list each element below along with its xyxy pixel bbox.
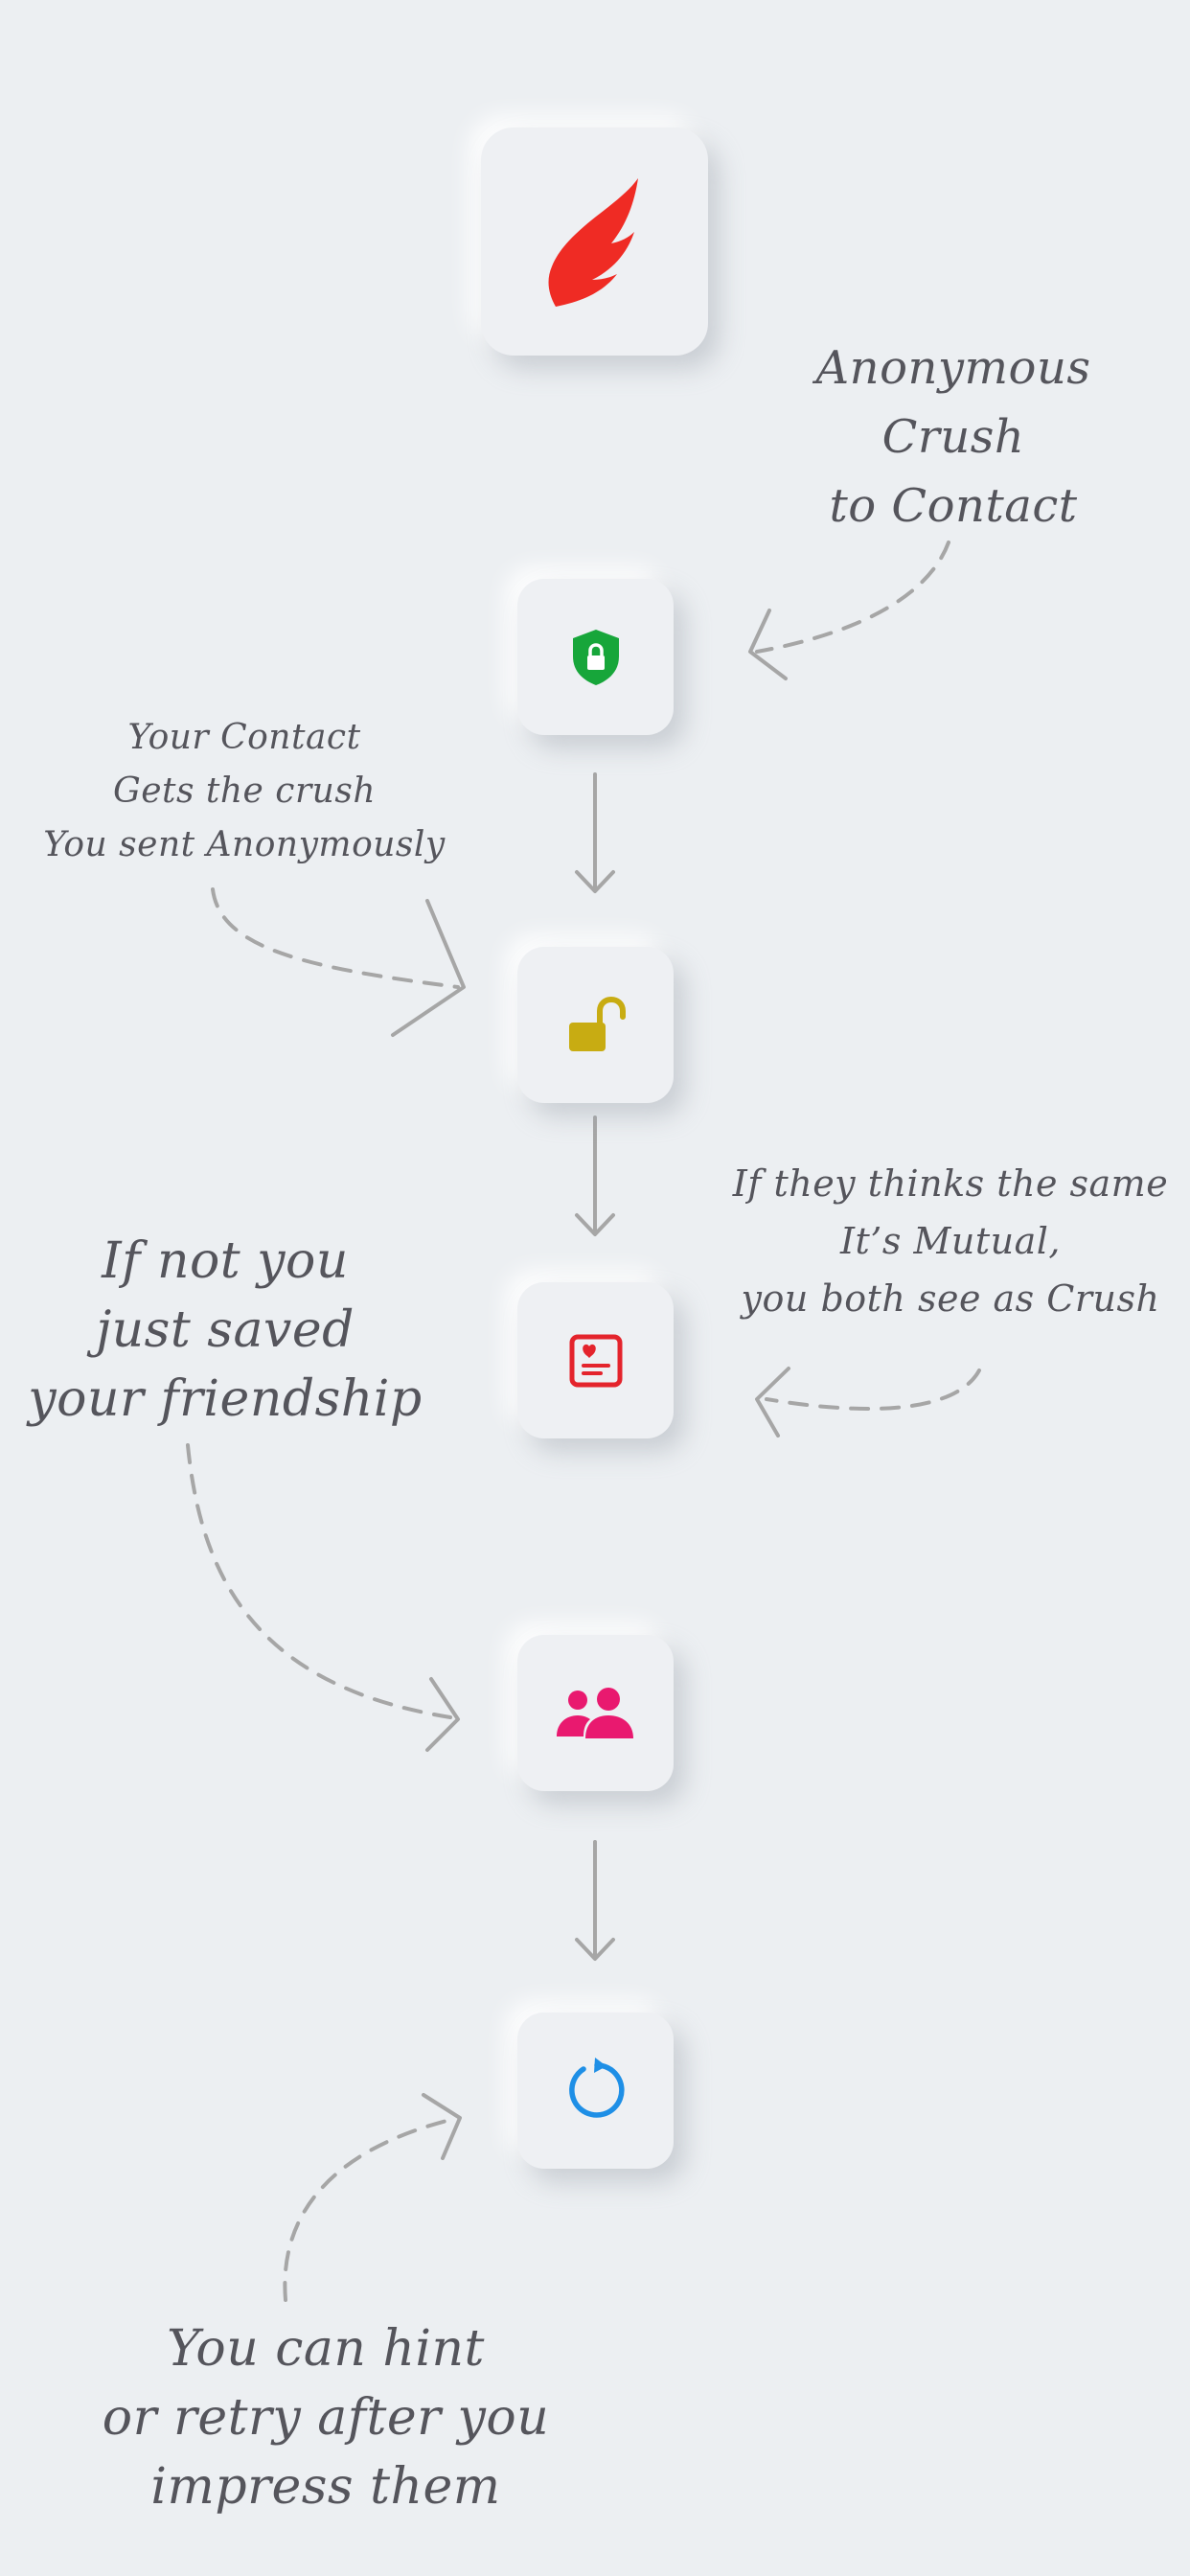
down-arrow-1: [575, 772, 615, 893]
unlock-step-tile: [517, 947, 674, 1103]
shield-step-tile: [517, 579, 674, 735]
note-contact-gets-crush: Your Contact Gets the crush You sent Ano…: [43, 718, 446, 864]
retry-icon: [568, 2057, 625, 2118]
curved-arrow-mutual: [765, 1368, 981, 1411]
curved-arrow-contact: [211, 887, 460, 989]
retry-step-tile: [517, 2012, 674, 2169]
app-logo-tile: [481, 127, 708, 356]
note-mutual-crush: If they thinks the same It’s Mutual, you…: [732, 1162, 1169, 1320]
down-arrow-2: [575, 1116, 615, 1236]
curved-arrow-contact-head: [391, 899, 466, 1037]
curved-arrow-anon-head: [748, 609, 788, 680]
heart-document-icon: [569, 1334, 622, 1387]
note-hint-or-retry: You can hint or retry after you impress …: [102, 2320, 550, 2516]
friends-step-tile: [517, 1635, 674, 1791]
curved-arrow-hint: [283, 2118, 452, 2302]
curved-arrow-anon: [755, 540, 950, 654]
match-card-step-tile: [517, 1282, 674, 1438]
shield-lock-icon: [572, 629, 619, 685]
curved-arrow-friend: [186, 1443, 452, 1719]
unlocked-padlock-icon: [568, 996, 626, 1051]
note-saved-friendship: If not you just saved your friendship: [28, 1232, 423, 1428]
curved-arrow-hint-head: [422, 2093, 462, 2160]
curved-arrow-friend-head: [425, 1677, 460, 1752]
feather-wing-icon: [548, 178, 638, 307]
curved-arrow-mutual-head: [755, 1367, 790, 1438]
down-arrow-3: [575, 1840, 615, 1961]
two-people-icon: [556, 1687, 633, 1738]
note-anonymous-crush: Anonymous Crush to Contact: [815, 341, 1091, 533]
